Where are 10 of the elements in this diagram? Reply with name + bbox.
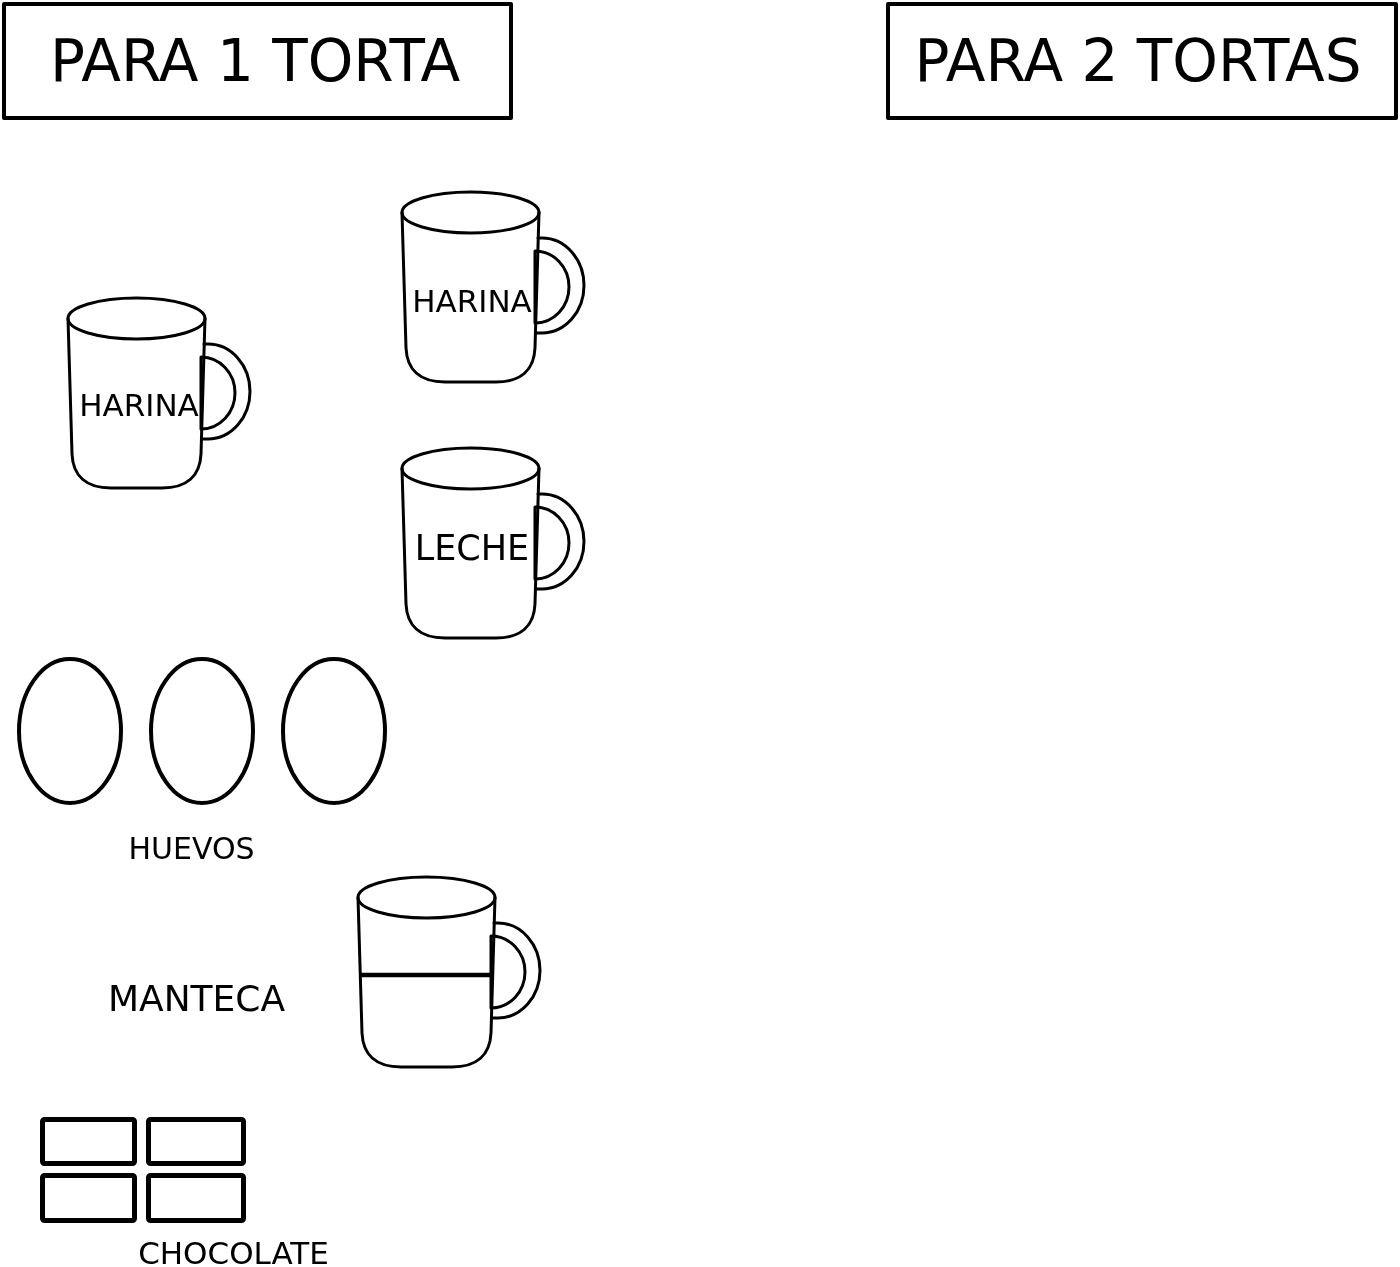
ingredient-label: LECHE: [414, 530, 530, 566]
ingredient-label: CHOCOLATE: [138, 1237, 329, 1267]
ingredient-label: HUEVOS: [128, 834, 255, 864]
ingredient-label: HARINA: [412, 285, 532, 317]
heading-text: PARA 2 TORTAS: [914, 32, 1362, 90]
heading-text: PARA 1 TORTA: [49, 32, 461, 90]
heading-box: [2, 2, 513, 120]
ingredient-label: MANTECA: [107, 981, 286, 1017]
heading-box: [886, 2, 1398, 120]
ingredient-label: HARINA: [79, 389, 199, 421]
